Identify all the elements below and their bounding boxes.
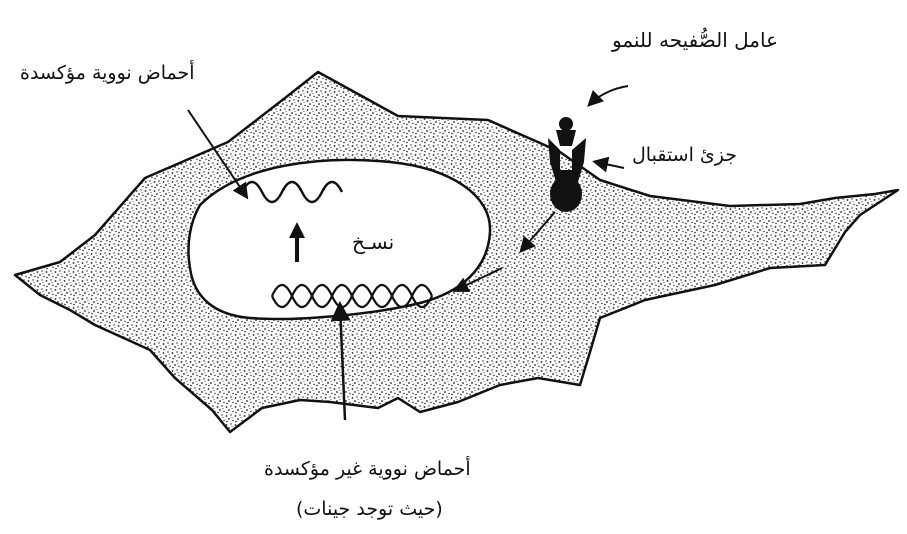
rna-label: أحماض نووية مؤكسدة xyxy=(20,64,195,83)
receptor-pointer-arrow xyxy=(596,162,624,168)
receptor-label: جزئ استقبال xyxy=(632,146,737,165)
growth-factor-molecule xyxy=(556,117,576,146)
genes-label: (حيث توجد جينات) xyxy=(296,500,443,519)
growth-factor-pointer-arrow xyxy=(590,86,628,104)
dna-label: أحماض نووية غير مؤكسدة xyxy=(264,460,471,479)
transcription-label: نسـخ xyxy=(352,232,394,252)
growth-factor-label: عامل الصُّفيحه للنمو xyxy=(612,30,778,50)
nucleus xyxy=(188,160,490,319)
